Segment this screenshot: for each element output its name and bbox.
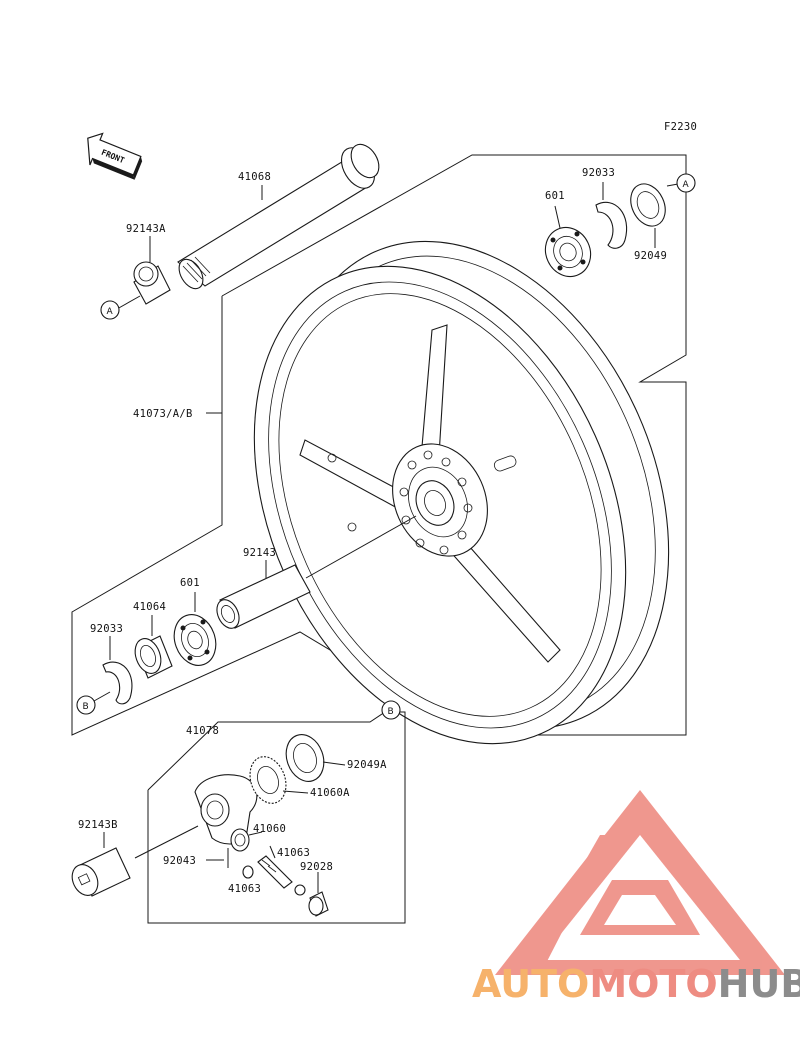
assembly-boundary [71,154,687,736]
svg-text:B: B [388,707,394,717]
callout-41068: 41068 [238,171,271,183]
speedometer-gear-housing [194,774,258,845]
callout-92033-left: 92033 [90,623,123,635]
collar-41064 [134,635,173,679]
front-arrow-icon: FRONT [87,132,143,180]
wordmark-hub: HUB [717,962,800,1006]
callout-41063-a: 41063 [277,847,310,859]
pinion-gear-41060 [230,828,250,852]
bearing-601-top [544,226,592,278]
washer-41063 [242,865,254,879]
callout-601-left: 601 [180,577,200,589]
front-axle [177,143,380,290]
svg-text:A: A [107,307,114,317]
automotohub-logo [495,790,785,975]
marker-a-left [100,300,120,320]
circlip-92033-top [595,201,628,249]
callout-92143: 92143 [243,547,276,559]
bearing-601-left [173,614,217,666]
oil-seal-92049 [630,183,666,227]
callout-41060: 41060 [253,823,286,835]
svg-text:B: B [83,702,89,712]
wordmark-auto: AUTO [472,962,590,1006]
shaft-41063 [257,855,293,889]
oil-seal-92049a [285,734,325,782]
callout-92049: 92049 [634,250,667,262]
callout-92143a: 92143A [126,223,166,235]
front-wheel [253,240,670,745]
callout-92028: 92028 [300,861,333,873]
wordmark-moto: MOTO [589,962,718,1006]
automotohub-wordmark: AUTOMOTOHUB [472,962,800,1006]
spacer-92143 [216,564,311,629]
callout-41078: 41078 [186,725,219,737]
axle-collar-92143a [133,261,171,305]
marker-b-right [381,700,401,720]
callout-92043: 92043 [163,855,196,867]
circlip-92033-left [102,661,133,705]
callout-92143b: 92143B [78,819,118,831]
callout-41063-b: 41063 [228,883,261,895]
collar-92143b [71,847,131,897]
callout-601-top: 601 [545,190,565,202]
gearbox-boundary [147,711,406,924]
callout-41060a: 41060A [310,787,350,799]
callout-92049a: 92049A [347,759,387,771]
marker-b-left [76,695,96,715]
drive-gear-41060a [249,756,287,804]
callout-41073: 41073/A/B [133,408,193,420]
marker-a-right [676,173,696,193]
bushing-92028 [294,884,329,917]
callout-41064: 41064 [133,601,166,613]
figure-code: F2230 [664,121,697,133]
callout-92033-top: 92033 [582,167,615,179]
svg-text:A: A [683,180,690,190]
